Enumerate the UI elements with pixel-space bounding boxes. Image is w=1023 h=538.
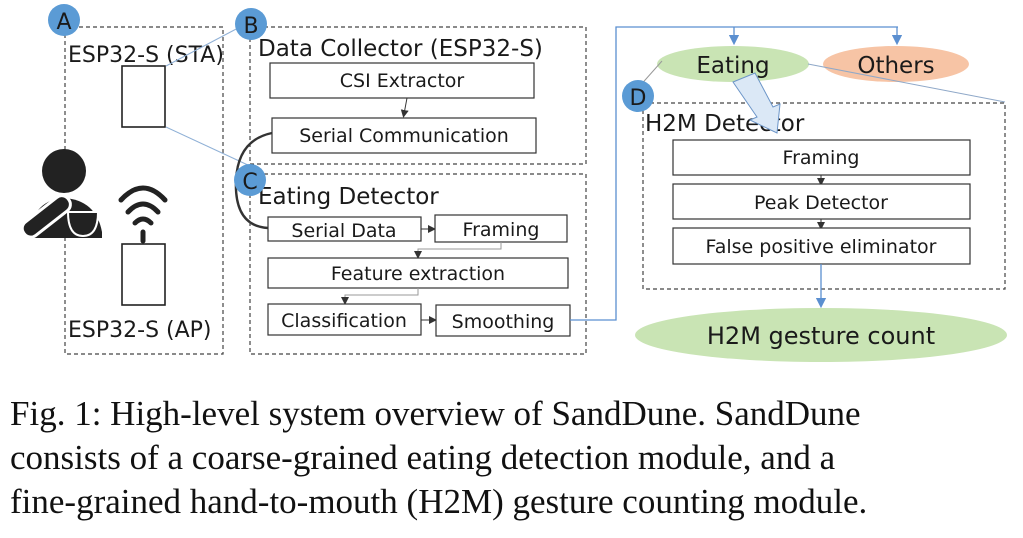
eating-output: [657, 46, 809, 82]
module-c-container: [249, 173, 587, 355]
step-peak-detector-label: Peak Detector: [754, 192, 888, 214]
others-output-label: Others: [857, 53, 934, 79]
caption-line: Fig. 1: High-level system overview of Sa…: [10, 394, 861, 433]
step-feature-extraction-label: Feature extraction: [331, 263, 505, 285]
link-sta-to-c: [165, 126, 251, 167]
system-overview-diagram: ESP32-S (STA) ESP32-S (AP) Data Collecto…: [20, 4, 1007, 362]
svg-text:C: C: [242, 170, 257, 195]
smoothing-to-outputs-connector: [570, 26, 898, 321]
gesture-count-output-label: H2M gesture count: [707, 322, 935, 350]
arrow-framing-to-feature: [414, 242, 502, 259]
module-b-title: Data Collector (ESP32-S): [258, 36, 543, 62]
step-serial-communication: [271, 117, 537, 154]
others-output: [823, 46, 969, 82]
step-classification: [267, 303, 422, 336]
step-framing-d-label: Framing: [783, 147, 860, 169]
ap-label: ESP32-S (AP): [68, 318, 212, 343]
figure-caption: Fig. 1: High-level system overview of Sa…: [10, 392, 1015, 524]
marker-a: A: [48, 4, 80, 36]
step-framing-c-label: Framing: [463, 219, 540, 241]
arrow-feature-to-classification: [341, 288, 419, 305]
caption-line: fine-grained hand-to-mouth (H2M) gesture…: [10, 482, 868, 521]
marker-b: B: [235, 8, 267, 40]
sta-device: [121, 65, 166, 128]
arrow-csi-to-serial: [400, 97, 409, 118]
svg-text:A: A: [56, 10, 71, 35]
ap-device: [121, 243, 166, 306]
gesture-count-output: [635, 308, 1007, 362]
marker-c: C: [234, 164, 266, 196]
wifi-icon: [118, 185, 168, 244]
zoom-line-right: [807, 63, 1006, 103]
svg-text:B: B: [243, 14, 258, 39]
block-arrow-icon: [732, 72, 781, 134]
module-c-title: Eating Detector: [258, 184, 439, 210]
step-csi-extractor-label: CSI Extractor: [340, 70, 465, 92]
svg-text:D: D: [630, 86, 647, 111]
step-false-positive-eliminator-label: False positive eliminator: [706, 236, 937, 258]
module-d-title: H2M Detector: [645, 111, 805, 137]
eating-output-label: Eating: [696, 53, 769, 79]
step-false-positive-eliminator: [672, 227, 971, 265]
step-smoothing-label: Smoothing: [452, 311, 555, 333]
link-sta-to-b: [165, 26, 241, 67]
step-serial-communication-label: Serial Communication: [299, 125, 509, 147]
sta-label: ESP32-S (STA): [68, 43, 224, 68]
caption-line: consists of a coarse-grained eating dete…: [10, 438, 836, 477]
person-eating-icon: [20, 149, 102, 239]
step-smoothing: [435, 304, 571, 337]
step-peak-detector: [672, 183, 971, 220]
step-csi-extractor: [269, 62, 535, 99]
module-d-container: [642, 102, 1006, 290]
step-framing-d: [672, 139, 971, 176]
step-serial-data-label: Serial Data: [291, 220, 396, 242]
module-b-container: [249, 26, 587, 165]
step-classification-label: Classification: [281, 310, 407, 332]
marker-d: D: [622, 80, 654, 112]
